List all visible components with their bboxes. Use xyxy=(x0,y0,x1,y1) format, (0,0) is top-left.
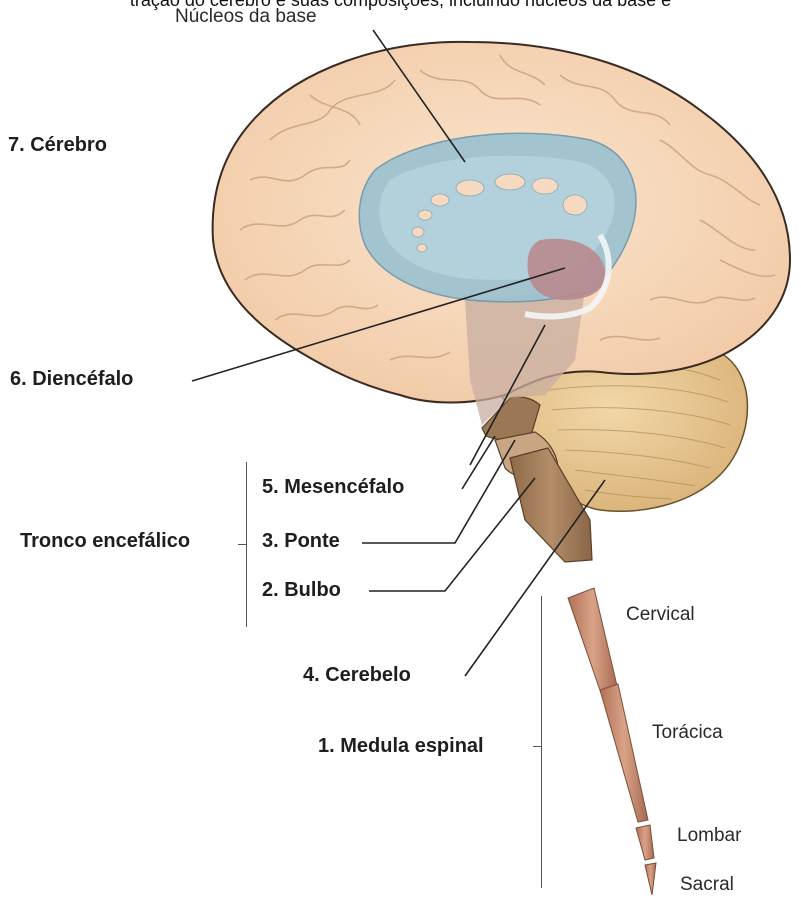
cervical-segment xyxy=(568,588,618,696)
label-cerebro: 7. Cérebro xyxy=(8,134,107,157)
leader-mesencefalo xyxy=(462,436,495,489)
thoracic-segment xyxy=(600,684,648,822)
label-tronco-encefalico: Tronco encefálico xyxy=(20,530,190,553)
brace-tronco xyxy=(246,462,247,627)
label-ponte: 3. Ponte xyxy=(262,530,340,553)
brace-tronco-notch xyxy=(238,544,246,545)
label-bulbo: 2. Bulbo xyxy=(262,579,341,602)
label-sacral: Sacral xyxy=(680,874,734,896)
label-diencefalo: 6. Diencéfalo xyxy=(10,368,133,391)
brace-medula xyxy=(541,596,542,888)
brace-medula-notch xyxy=(533,746,541,747)
label-cervical: Cervical xyxy=(626,604,695,626)
lumbar-segment xyxy=(636,825,654,860)
label-lombar: Lombar xyxy=(677,825,741,847)
figure-caption: tração do cérebro e suas composições, in… xyxy=(0,0,801,11)
sacral-segment xyxy=(645,863,656,895)
label-medula-espinal: 1. Medula espinal xyxy=(318,735,484,758)
label-nucleos-da-base: Núcleos da base xyxy=(175,6,317,28)
label-cerebelo: 4. Cerebelo xyxy=(303,664,411,687)
label-toracica: Torácica xyxy=(652,722,723,744)
label-mesencefalo: 5. Mesencéfalo xyxy=(262,476,404,499)
